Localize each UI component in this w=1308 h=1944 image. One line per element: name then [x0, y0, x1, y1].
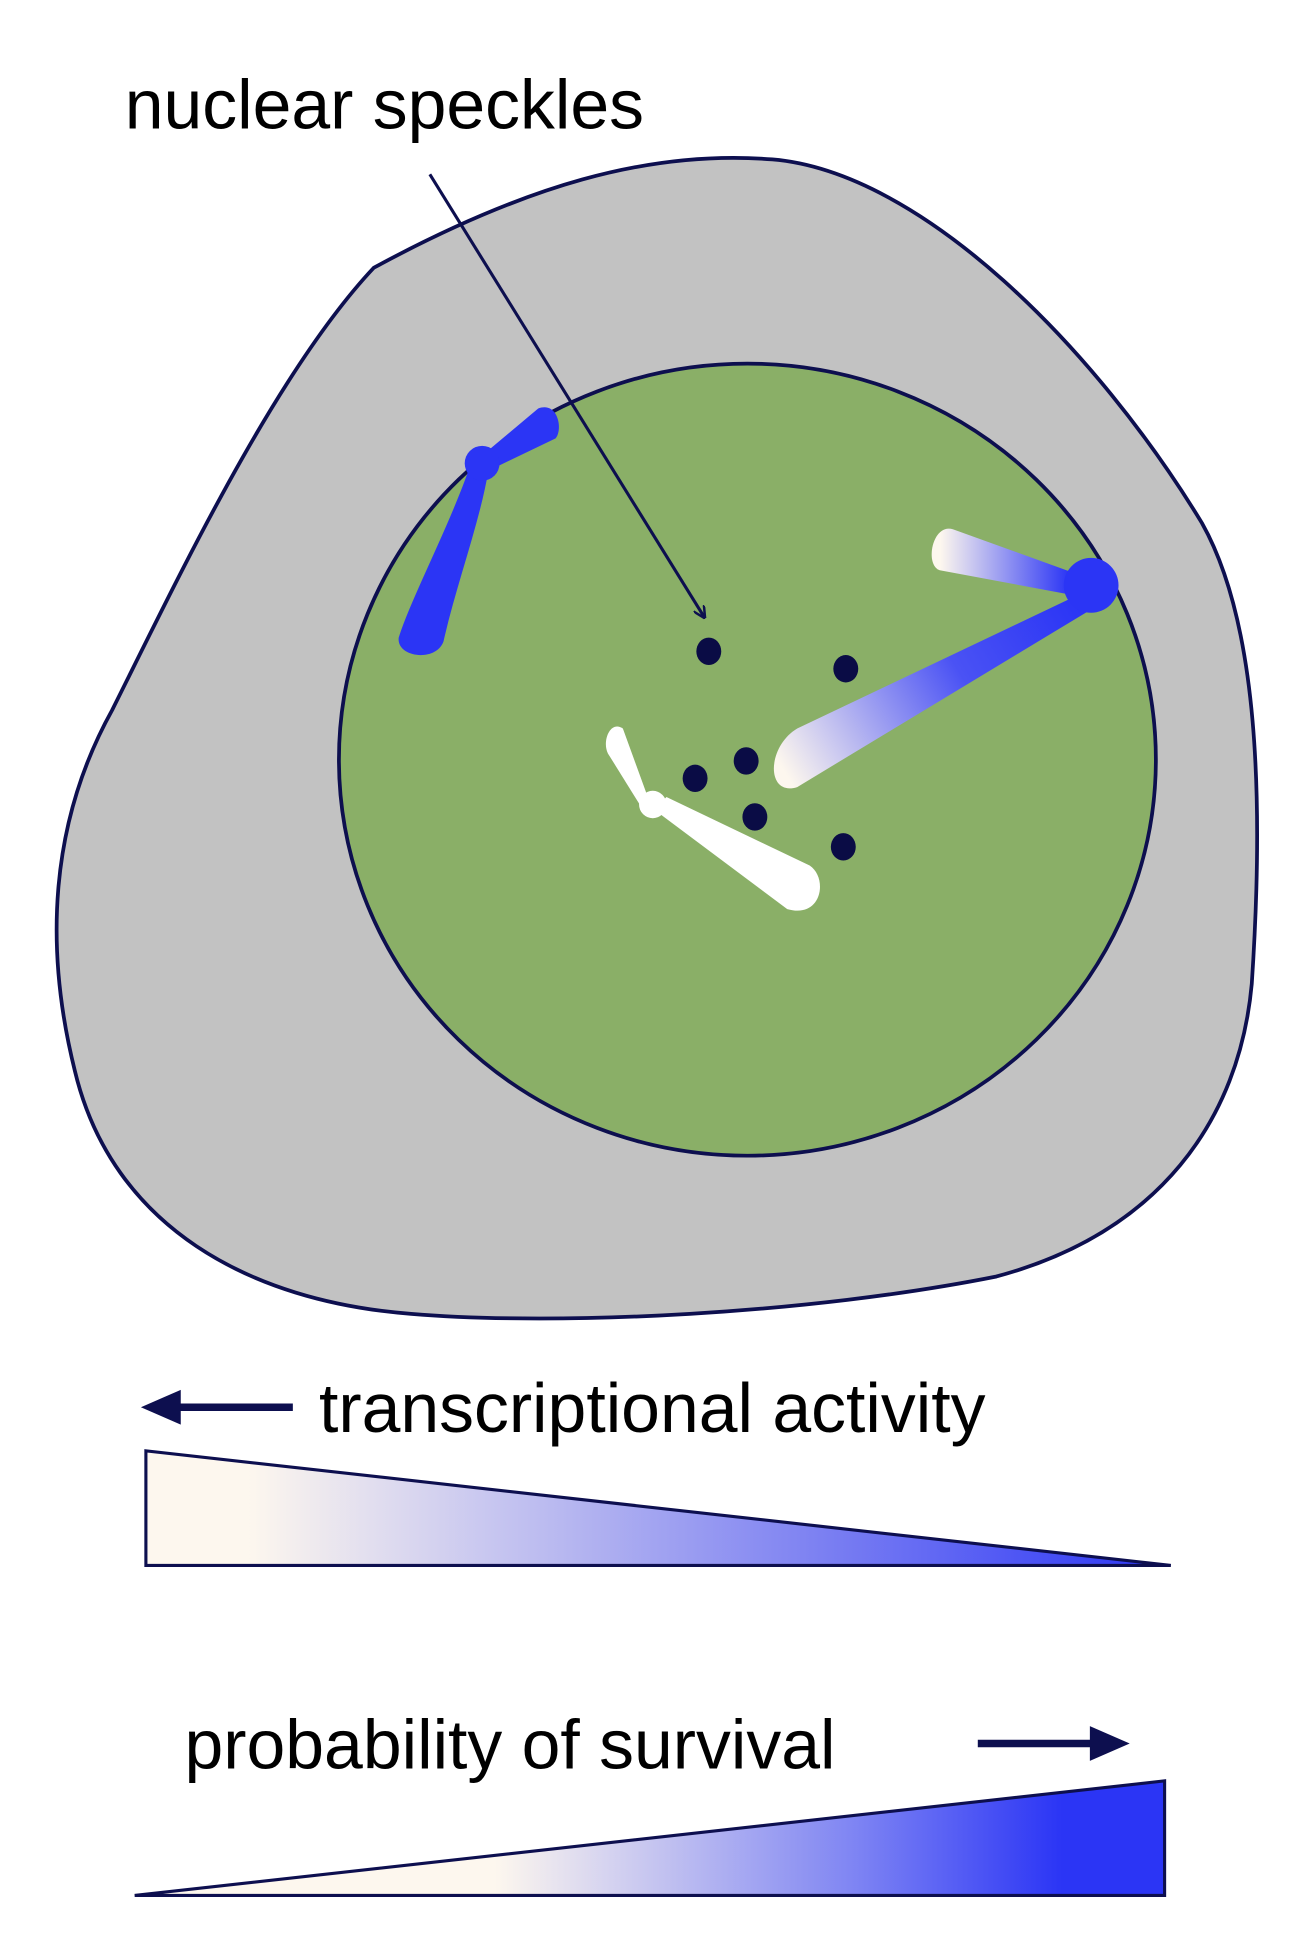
- speckle: [696, 637, 722, 666]
- transcriptional-activity-label: transcriptional activity: [319, 1369, 986, 1447]
- nuclear-speckles: [682, 637, 859, 861]
- chromosome-active: [398, 407, 559, 656]
- probability-of-survival-label: probability of survival: [185, 1705, 836, 1783]
- left-arrow-icon: [140, 1389, 293, 1425]
- speckle: [830, 833, 856, 861]
- chromosome-inactive: [605, 726, 820, 911]
- right-arrow-icon: [977, 1726, 1130, 1761]
- speckle: [733, 747, 759, 775]
- transcriptional-activity-wedge: [144, 1449, 1171, 1567]
- chromosome-partially-active: [773, 528, 1119, 789]
- speckle-pointer-arrow: [428, 173, 704, 616]
- nuclear-speckles-label: nuclear speckles: [125, 65, 644, 143]
- speckle: [682, 764, 708, 793]
- speckle: [742, 803, 768, 831]
- probability-of-survival-wedge: [134, 1779, 1167, 1897]
- speckle: [833, 655, 859, 683]
